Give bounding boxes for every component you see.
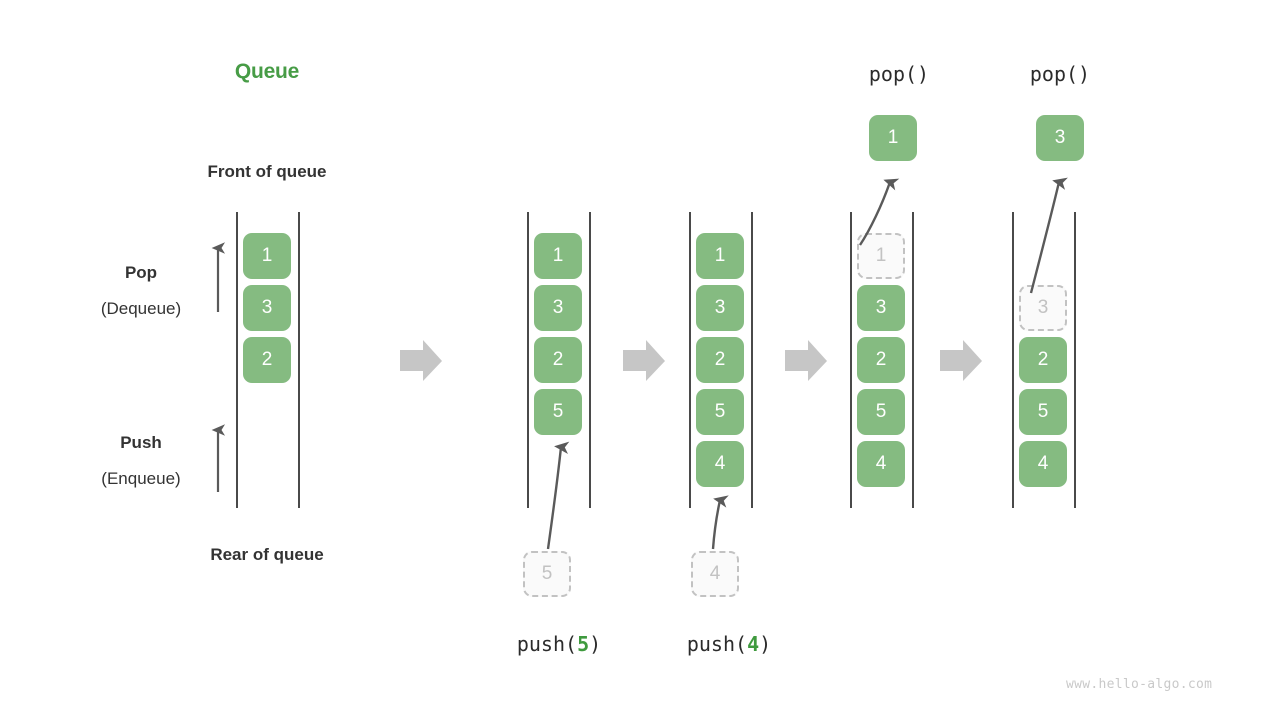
column-top-label-pop: pop() [1029, 62, 1091, 86]
column-top-label-pop: pop() [868, 62, 930, 86]
queue-rail-right [751, 212, 753, 508]
caption-arg: 4 [747, 632, 760, 656]
step-arrow-3 [785, 340, 827, 381]
queue-cell: 1 [534, 233, 582, 279]
caption-prefix: push( [516, 632, 578, 656]
incoming-cell-ghost: 4 [691, 551, 739, 597]
watermark: www.hello-algo.com [1066, 677, 1213, 692]
page-title: Queue [234, 60, 300, 83]
queue-cell: 3 [243, 285, 291, 331]
queue-rail-left [527, 212, 529, 508]
queue-cell: 3 [534, 285, 582, 331]
queue-cell: 1 [243, 233, 291, 279]
caption-suffix: ) [589, 632, 602, 656]
pop-label: Pop [124, 263, 158, 282]
queue-cell: 2 [1019, 337, 1067, 383]
queue-cell: 2 [243, 337, 291, 383]
popped-cell: 1 [869, 115, 917, 161]
queue-rail-right [912, 212, 914, 508]
caption-prefix: push( [686, 632, 748, 656]
queue-rail-left [689, 212, 691, 508]
push-label: Push [120, 433, 162, 452]
push4-incoming-arrow [711, 495, 729, 550]
queue-cell-removed: 3 [1019, 285, 1067, 331]
queue-rail-right [589, 212, 591, 508]
queue-cell: 1 [696, 233, 744, 279]
queue-cell: 4 [1019, 441, 1067, 487]
front-of-queue-label: Front of queue [207, 162, 327, 181]
rear-of-queue-label: Rear of queue [210, 545, 324, 564]
queue-rail-right [1074, 212, 1076, 508]
queue-cell: 5 [857, 389, 905, 435]
queue-cell-removed: 1 [857, 233, 905, 279]
queue-rail-right [298, 212, 300, 508]
popped-cell: 3 [1036, 115, 1084, 161]
pop3-outgoing-arrow [1029, 177, 1068, 294]
step-arrow-1 [400, 340, 442, 381]
push5-incoming-arrow [546, 441, 570, 550]
queue-cell: 2 [857, 337, 905, 383]
queue-rail-left [850, 212, 852, 508]
step-arrow-4 [940, 340, 982, 381]
queue-cell: 2 [696, 337, 744, 383]
queue-cell: 3 [696, 285, 744, 331]
incoming-cell-ghost: 5 [523, 551, 571, 597]
caption-arg: 5 [577, 632, 590, 656]
queue-rail-left [236, 212, 238, 508]
queue-cell: 5 [696, 389, 744, 435]
pop-sublabel: (Dequeue) [100, 299, 182, 318]
queue-cell: 3 [857, 285, 905, 331]
column-caption-push5: push(5) [459, 632, 659, 656]
queue-rail-left [1012, 212, 1014, 508]
column-caption-push4: push(4) [629, 632, 829, 656]
push-sublabel: (Enqueue) [101, 469, 181, 488]
step-arrow-2 [623, 340, 665, 381]
queue-cell: 2 [534, 337, 582, 383]
caption-suffix: ) [759, 632, 772, 656]
queue-cell: 4 [857, 441, 905, 487]
queue-cell-new: 5 [534, 389, 582, 435]
queue-cell-new: 4 [696, 441, 744, 487]
queue-cell: 5 [1019, 389, 1067, 435]
